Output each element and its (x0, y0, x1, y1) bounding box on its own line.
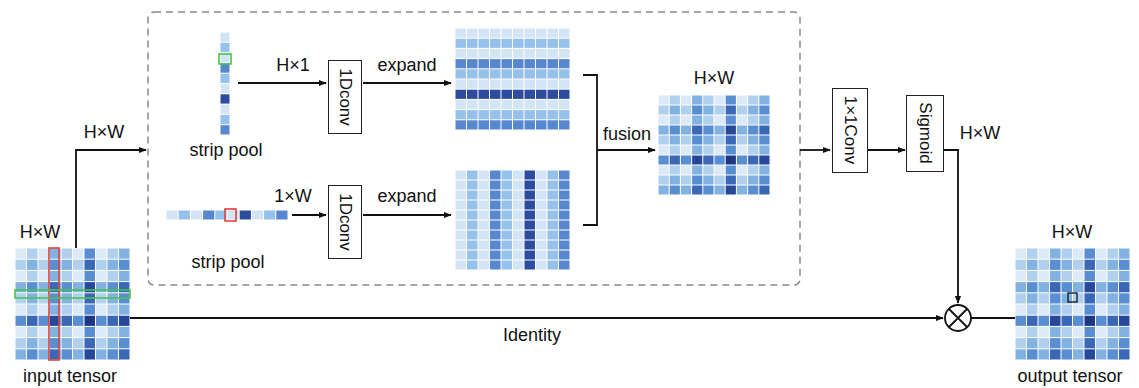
flow-arrow (363, 82, 451, 84)
flow-arrow (800, 149, 830, 151)
text-label: expand (377, 55, 436, 76)
text-label: H×W (20, 222, 61, 243)
row-highlight (15, 290, 130, 298)
fused-grid (659, 96, 770, 195)
text-label: fusion (603, 124, 651, 145)
expanded-row-grid (456, 29, 570, 130)
multiply-symbol (945, 305, 971, 331)
input-branch-line (76, 150, 146, 248)
column-highlight (49, 248, 59, 360)
flow-arrow (238, 82, 326, 84)
vertical-strip (221, 33, 230, 135)
input-grid (16, 249, 130, 360)
text-label: H×W (1052, 222, 1093, 243)
text-label: output tensor (1017, 366, 1122, 387)
flow-arrow (292, 214, 326, 216)
flow-arrow (597, 149, 655, 151)
strip-cell-highlight (219, 54, 231, 64)
text-label: H×W (84, 122, 125, 143)
module-boundary (148, 12, 800, 285)
text-label: strip pool (191, 252, 264, 273)
output-line (971, 317, 1015, 319)
text-label: Identity (503, 325, 561, 346)
connector-arrow (868, 149, 905, 151)
strip-cell-highlight (225, 209, 236, 221)
identity-line (130, 317, 943, 319)
fusion-bracket (583, 75, 597, 225)
process-box: 1×1Conv (832, 88, 868, 173)
output-grid (1016, 249, 1130, 360)
horizontal-strip (167, 211, 288, 220)
process-box: 1Dconv (328, 185, 362, 259)
text-label: H×1 (276, 55, 310, 76)
box-text: Sigmoid (917, 102, 934, 163)
text-label: strip pool (189, 140, 262, 161)
text-label: input tensor (23, 366, 117, 387)
box-text: 1×1Conv (842, 96, 859, 165)
text-label: expand (377, 186, 436, 207)
text-label: H×W (694, 68, 735, 89)
expanded-column-grid (456, 171, 570, 270)
flow-arrow (363, 214, 451, 216)
text-label: 1×W (274, 186, 312, 207)
process-box: 1Dconv (328, 60, 362, 134)
attention-line (944, 150, 958, 303)
process-box: Sigmoid (906, 95, 944, 172)
output-cell-highlight (1068, 293, 1077, 302)
box-text: 1Dconv (337, 68, 354, 126)
box-text: 1Dconv (337, 193, 354, 251)
text-label: H×W (960, 123, 1001, 144)
